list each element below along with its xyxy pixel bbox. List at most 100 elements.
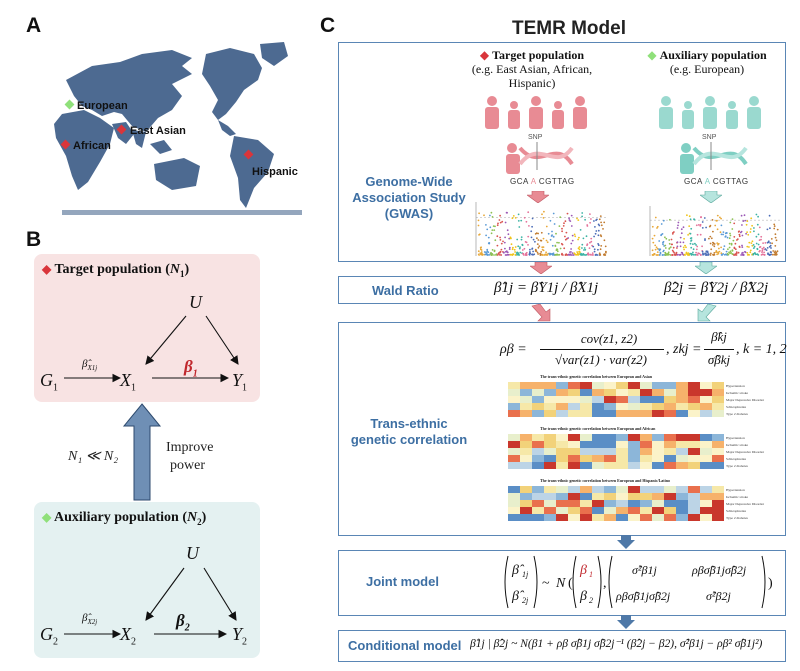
heatmap-cell bbox=[712, 462, 724, 469]
genetic-correlation-label: Trans-ethnic genetic correlation bbox=[350, 416, 468, 447]
corr-k: , k = 1, 2 bbox=[736, 342, 787, 357]
heatmap-cell bbox=[640, 410, 652, 417]
snp-point bbox=[763, 251, 765, 254]
snp-point bbox=[531, 253, 533, 256]
snp-point bbox=[765, 249, 768, 251]
snp-point bbox=[493, 249, 496, 252]
snp-point bbox=[712, 253, 714, 256]
snp-point bbox=[536, 243, 539, 245]
heatmap-cell bbox=[556, 382, 568, 389]
snp-point bbox=[736, 239, 738, 241]
heatmap-cell bbox=[592, 448, 604, 455]
heatmap-cell bbox=[688, 455, 700, 462]
snp-point bbox=[561, 243, 564, 246]
snp-point bbox=[734, 254, 736, 256]
snp-point bbox=[743, 214, 746, 217]
snp-point bbox=[559, 247, 562, 250]
heatmap-cell bbox=[568, 403, 580, 410]
heatmap-cell bbox=[544, 493, 556, 500]
snp-point bbox=[722, 253, 724, 255]
heatmap-cell bbox=[580, 382, 592, 389]
heatmap-cell bbox=[652, 493, 664, 500]
snp-point bbox=[520, 238, 523, 241]
heatmap-cell bbox=[556, 448, 568, 455]
snp-point bbox=[720, 246, 722, 249]
snp-point bbox=[516, 238, 519, 241]
heatmap-cell bbox=[520, 462, 532, 469]
snp-point bbox=[528, 254, 531, 256]
snp-point bbox=[692, 251, 694, 254]
snp-point bbox=[756, 248, 759, 251]
snp-point bbox=[768, 214, 771, 217]
snp-point bbox=[752, 247, 755, 249]
snp-point bbox=[745, 232, 747, 235]
snp-point bbox=[680, 228, 683, 231]
snp-point bbox=[537, 246, 540, 249]
snp-point bbox=[656, 251, 659, 253]
heatmap-row-label: Schizophrenia bbox=[726, 457, 746, 461]
heatmap-cell bbox=[508, 448, 520, 455]
svg-text:2j: 2j bbox=[522, 596, 529, 605]
snp-point bbox=[603, 239, 606, 242]
snp-point bbox=[677, 224, 679, 227]
heatmap-cell bbox=[556, 486, 568, 493]
snp-point bbox=[660, 223, 663, 225]
snp-point bbox=[701, 245, 703, 248]
snp-point bbox=[733, 236, 736, 238]
snp-point bbox=[531, 225, 533, 228]
snp-point bbox=[586, 244, 588, 247]
snp-point bbox=[582, 253, 585, 256]
snp-point bbox=[570, 225, 573, 227]
heatmap-cell bbox=[556, 403, 568, 410]
joint-model-label: Joint model bbox=[366, 574, 439, 589]
heatmap-cell bbox=[700, 448, 712, 455]
heatmap-cell bbox=[628, 507, 640, 514]
heatmap-cell bbox=[604, 500, 616, 507]
heatmap-cell bbox=[580, 403, 592, 410]
heatmap-cell bbox=[568, 382, 580, 389]
heatmap-cell bbox=[664, 434, 676, 441]
snp-point bbox=[754, 252, 756, 254]
snp-point bbox=[518, 226, 521, 228]
heatmap-cell bbox=[520, 507, 532, 514]
snp-point bbox=[651, 254, 654, 256]
snp-point bbox=[763, 253, 766, 256]
snp-point bbox=[512, 246, 514, 249]
snp-point bbox=[720, 224, 723, 227]
snp-point bbox=[483, 214, 485, 217]
gwas-label: Genome-Wide Association Study (GWAS) bbox=[352, 174, 466, 221]
heatmap-cell bbox=[616, 434, 628, 441]
snp-point bbox=[768, 253, 771, 256]
heatmap-cell bbox=[604, 455, 616, 462]
heatmap-cell bbox=[568, 514, 580, 521]
heatmap-cell bbox=[604, 403, 616, 410]
snp-point bbox=[504, 250, 507, 253]
snp-point bbox=[574, 253, 576, 255]
heatmap-cell bbox=[676, 382, 688, 389]
heatmap-cell bbox=[556, 410, 568, 417]
node-g1: G1 bbox=[40, 370, 58, 394]
heatmap-cell bbox=[508, 382, 520, 389]
heatmap-cell bbox=[520, 403, 532, 410]
snp-point bbox=[523, 247, 526, 250]
snp-point bbox=[545, 225, 548, 228]
snp-point bbox=[599, 248, 602, 251]
snp-point bbox=[766, 247, 769, 249]
snp-point bbox=[668, 247, 671, 250]
snp-point bbox=[654, 248, 657, 251]
heatmap-cell bbox=[556, 396, 568, 403]
snp-point bbox=[570, 251, 572, 253]
aux-manhattan-plot bbox=[649, 206, 780, 256]
snp-point bbox=[724, 232, 727, 235]
snp-point bbox=[594, 232, 597, 235]
snp-point bbox=[772, 253, 774, 256]
heatmap-cell bbox=[568, 486, 580, 493]
snp-point bbox=[710, 248, 713, 251]
snp-point bbox=[540, 231, 543, 234]
heatmap-cell bbox=[688, 448, 700, 455]
snp-point bbox=[567, 237, 570, 239]
snp-point bbox=[554, 244, 557, 247]
snp-point bbox=[708, 237, 710, 240]
snp-point bbox=[517, 245, 520, 248]
